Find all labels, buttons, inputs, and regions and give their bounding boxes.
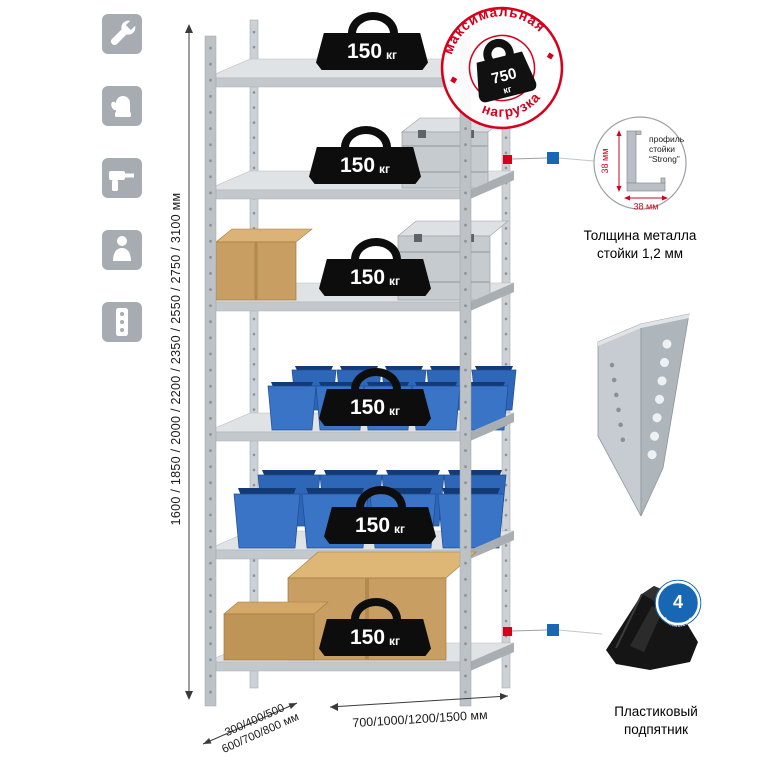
depth-dimension-line bbox=[202, 702, 298, 745]
height-dimension-line bbox=[185, 24, 193, 700]
load-value: 150 bbox=[349, 396, 386, 419]
connector-top bbox=[503, 152, 595, 164]
svg-text:“Strong”: “Strong” bbox=[649, 154, 680, 164]
blue-marker-square bbox=[547, 152, 559, 164]
red-marker-square bbox=[503, 155, 512, 164]
svg-text:стойки: стойки bbox=[649, 144, 675, 154]
svg-text:750: 750 bbox=[490, 65, 519, 88]
post-profile-icon bbox=[102, 302, 142, 342]
foot-caption-line1: Пластиковый bbox=[614, 704, 698, 719]
profile-dimension-horizontal: 38 мм bbox=[624, 195, 668, 212]
cardboard-box-small bbox=[223, 601, 329, 661]
perforated-post-illustration bbox=[597, 313, 690, 517]
load-value: 150 bbox=[349, 626, 386, 649]
glove-icon bbox=[102, 86, 142, 126]
svg-text:кг: кг bbox=[502, 84, 513, 96]
kit-count-badge: 4 в комплекте bbox=[654, 579, 702, 629]
svg-text:38 мм: 38 мм bbox=[600, 149, 610, 174]
angle-profile-drawing bbox=[626, 130, 666, 192]
profile-caption: Толщина металла стойки 1,2 мм bbox=[572, 227, 708, 262]
load-unit: кг bbox=[389, 403, 401, 418]
svg-text:38 мм: 38 мм bbox=[634, 202, 659, 212]
foot-caption-line2: подпятник bbox=[623, 721, 689, 737]
load-unit: кг bbox=[394, 521, 406, 536]
blue-marker-square bbox=[547, 624, 559, 636]
drill-icon bbox=[102, 158, 142, 198]
load-unit: кг bbox=[389, 273, 401, 288]
load-value: 150 bbox=[339, 154, 376, 177]
person-icon bbox=[102, 230, 142, 270]
plastic-foot-illustration: 4 в комплекте bbox=[606, 579, 702, 670]
wrench-icon bbox=[102, 14, 142, 54]
profile-callout: 38 мм 38 мм профиль стойки “Strong” bbox=[593, 116, 687, 212]
back-left-post bbox=[249, 19, 259, 689]
profile-caption-line2: стойки 1,2 мм bbox=[596, 245, 684, 261]
cardboard-box bbox=[215, 228, 313, 301]
load-unit: кг bbox=[389, 633, 401, 648]
foot-caption: Пластиковый подпятник bbox=[585, 703, 727, 738]
profile-caption-line1: Толщина металла bbox=[583, 228, 697, 243]
profile-label: профиль стойки “Strong” bbox=[649, 134, 685, 164]
connector-bottom bbox=[503, 624, 603, 636]
stamp-weight-icon: 750 кг bbox=[476, 38, 537, 103]
width-dimension-line bbox=[329, 693, 509, 711]
load-value: 150 bbox=[349, 266, 386, 289]
svg-text:4: 4 bbox=[673, 592, 683, 612]
profile-dimension-vertical: 38 мм bbox=[600, 130, 622, 192]
height-dimension-label: 1600 / 1850 / 2000 / 2200 / 2350 / 2550 … bbox=[169, 192, 183, 526]
max-load-stamp: максимальная нагрузка 750 кг bbox=[424, 0, 579, 146]
load-value: 150 bbox=[354, 514, 391, 537]
load-value: 150 bbox=[346, 40, 383, 63]
load-unit: кг bbox=[386, 47, 398, 62]
red-marker-square bbox=[503, 627, 512, 636]
svg-text:профиль: профиль bbox=[649, 134, 685, 144]
load-unit: кг bbox=[379, 161, 391, 176]
